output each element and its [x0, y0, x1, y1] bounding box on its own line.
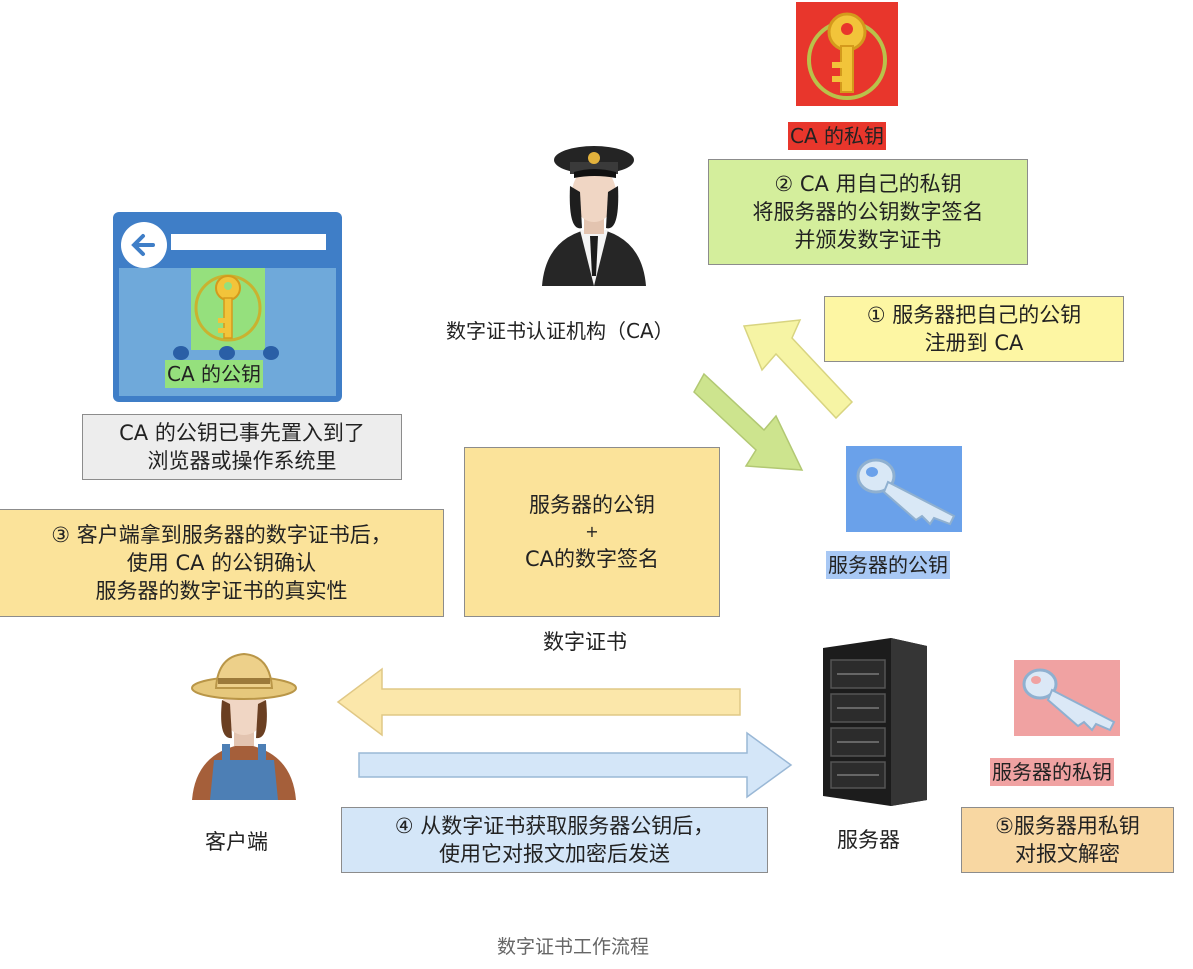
dot-icon [173, 346, 189, 360]
client-avatar [188, 648, 300, 800]
dot-icon [263, 346, 279, 360]
step4-box: ④ 从数字证书获取服务器公钥后， 使用它对报文加密后发送 [341, 807, 768, 873]
step3-box: ③ 客户端拿到服务器的数字证书后， 使用 CA 的公钥确认 服务器的数字证书的真… [0, 509, 444, 617]
client-to-server-arrow [358, 731, 793, 799]
browser-window: CA 的公钥 [113, 212, 342, 402]
register-arrow [742, 319, 854, 420]
ca-public-key-label: CA 的公钥 [165, 360, 264, 388]
back-arrow-icon [121, 222, 167, 268]
server-private-key-label: 服务器的私钥 [990, 758, 1114, 786]
server-rack-icon [821, 636, 929, 806]
issue-arrow [693, 372, 804, 471]
server-public-key-icon [846, 446, 962, 532]
address-bar [171, 234, 326, 250]
ca-officer-avatar [538, 136, 650, 286]
ca-name-label: 数字证书认证机构（CA） [446, 319, 674, 343]
server-label: 服务器 [837, 828, 900, 852]
preinstalled-note: CA 的公钥已事先置入到了 浏览器或操作系统里 [82, 414, 402, 480]
diagram-caption: 数字证书工作流程 [497, 936, 650, 958]
certificate-box: 服务器的公钥 + CA的数字签名 [464, 447, 720, 617]
certificate-to-client-arrow [336, 667, 741, 737]
server-private-key-icon [1014, 660, 1120, 736]
step2-box: ② CA 用自己的私钥 将服务器的公钥数字签名 并颁发数字证书 [708, 159, 1028, 265]
dot-icon [219, 346, 235, 360]
server-public-key-label: 服务器的公钥 [826, 551, 950, 579]
certificate-label: 数字证书 [543, 630, 627, 654]
step1-box: ① 服务器把自己的公钥 注册到 CA [824, 296, 1124, 362]
ca-private-key-icon [796, 2, 898, 106]
client-label: 客户端 [205, 830, 268, 854]
ca-private-key-label: CA 的私钥 [788, 122, 887, 150]
step5-box: ⑤服务器用私钥 对报文解密 [961, 807, 1174, 873]
ca-public-key-icon [191, 268, 265, 350]
